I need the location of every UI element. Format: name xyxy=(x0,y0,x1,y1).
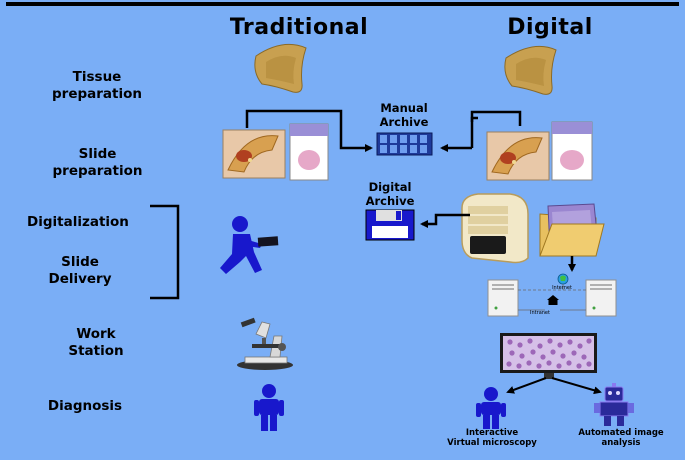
manual-archive-icon xyxy=(376,132,433,156)
caption-line: Interactive xyxy=(465,428,519,438)
digital-bracket-top xyxy=(470,110,522,126)
workstation-monitor-icon xyxy=(500,333,597,379)
row-label-tissue-preparation: Tissue preparation xyxy=(42,69,152,103)
arrow-monitor-to-interactive xyxy=(506,377,547,394)
internet-globe-icon xyxy=(557,273,569,285)
microscope-icon xyxy=(237,317,293,370)
row-label-line: Slide xyxy=(61,254,99,270)
row-label-slide-delivery: Slide Delivery xyxy=(30,254,130,288)
digital-archive-label: Digital Archive xyxy=(356,180,424,209)
automated-image-analysis-label: Automated image analysis xyxy=(565,428,677,448)
traditional-tissue-block-icon xyxy=(222,129,286,179)
digital-column-header: Digital xyxy=(507,15,593,40)
interactive-virtual-microscopy-label: Interactive Virtual microscopy xyxy=(418,428,566,448)
traditional-column-header: Traditional xyxy=(229,15,369,40)
internet-label: Internet xyxy=(552,285,572,291)
robot-icon xyxy=(594,383,634,426)
slide-scanner-icon xyxy=(461,193,529,264)
traditional-tissue-icon xyxy=(254,43,307,93)
pathologist-figure-icon xyxy=(254,384,284,431)
row-label-line: Delivery xyxy=(48,270,112,287)
row-label-digitalization: Digitalization xyxy=(27,214,129,230)
archive-label-line: Manual xyxy=(380,101,428,115)
row-label-line: preparation xyxy=(52,162,143,179)
digital-tissue-icon xyxy=(504,45,557,95)
server-right-icon xyxy=(585,279,617,317)
archive-label-line: Archive xyxy=(379,115,429,130)
digital-slide-folder-icon xyxy=(539,203,605,257)
caption-line: Automated image xyxy=(578,428,664,438)
house-icon xyxy=(547,295,559,305)
row-label-line: Tissue xyxy=(72,69,122,85)
arrow-scanner-to-digital-archive xyxy=(420,213,470,228)
top-border-line xyxy=(6,2,679,6)
network-links xyxy=(518,284,586,311)
caption-line: Virtual microscopy xyxy=(447,438,537,449)
row-label-line: preparation xyxy=(52,85,142,102)
digital-glass-slide-icon xyxy=(551,121,593,181)
manual-archive-label: Manual Archive xyxy=(370,101,438,130)
row-label-line: Slide xyxy=(78,146,117,162)
floppy-disk-icon xyxy=(365,209,415,241)
traditional-glass-slide-icon xyxy=(289,123,329,181)
row-label-line: Work xyxy=(76,326,116,342)
row-label-diagnosis: Diagnosis xyxy=(47,398,123,414)
row-label-slide-preparation: Slide preparation xyxy=(40,146,155,180)
courier-figure-icon xyxy=(220,216,279,274)
caption-line: analysis xyxy=(601,438,641,449)
server-left-icon xyxy=(487,279,519,317)
interactive-user-figure-icon xyxy=(476,387,506,429)
row-label-work-station: Work Station xyxy=(46,326,146,360)
arrow-monitor-to-automated xyxy=(551,377,602,395)
digital-bracket-line xyxy=(470,116,478,148)
network-link-label: Intranet xyxy=(530,310,550,316)
digitalization-bracket xyxy=(150,204,180,300)
archive-label-line: Digital xyxy=(368,180,412,194)
arrow-traditional-to-manual-archive xyxy=(245,109,373,152)
archive-label-line: Archive xyxy=(365,194,415,209)
digital-tissue-block-icon xyxy=(486,131,550,181)
row-label-line: Station xyxy=(68,342,124,359)
